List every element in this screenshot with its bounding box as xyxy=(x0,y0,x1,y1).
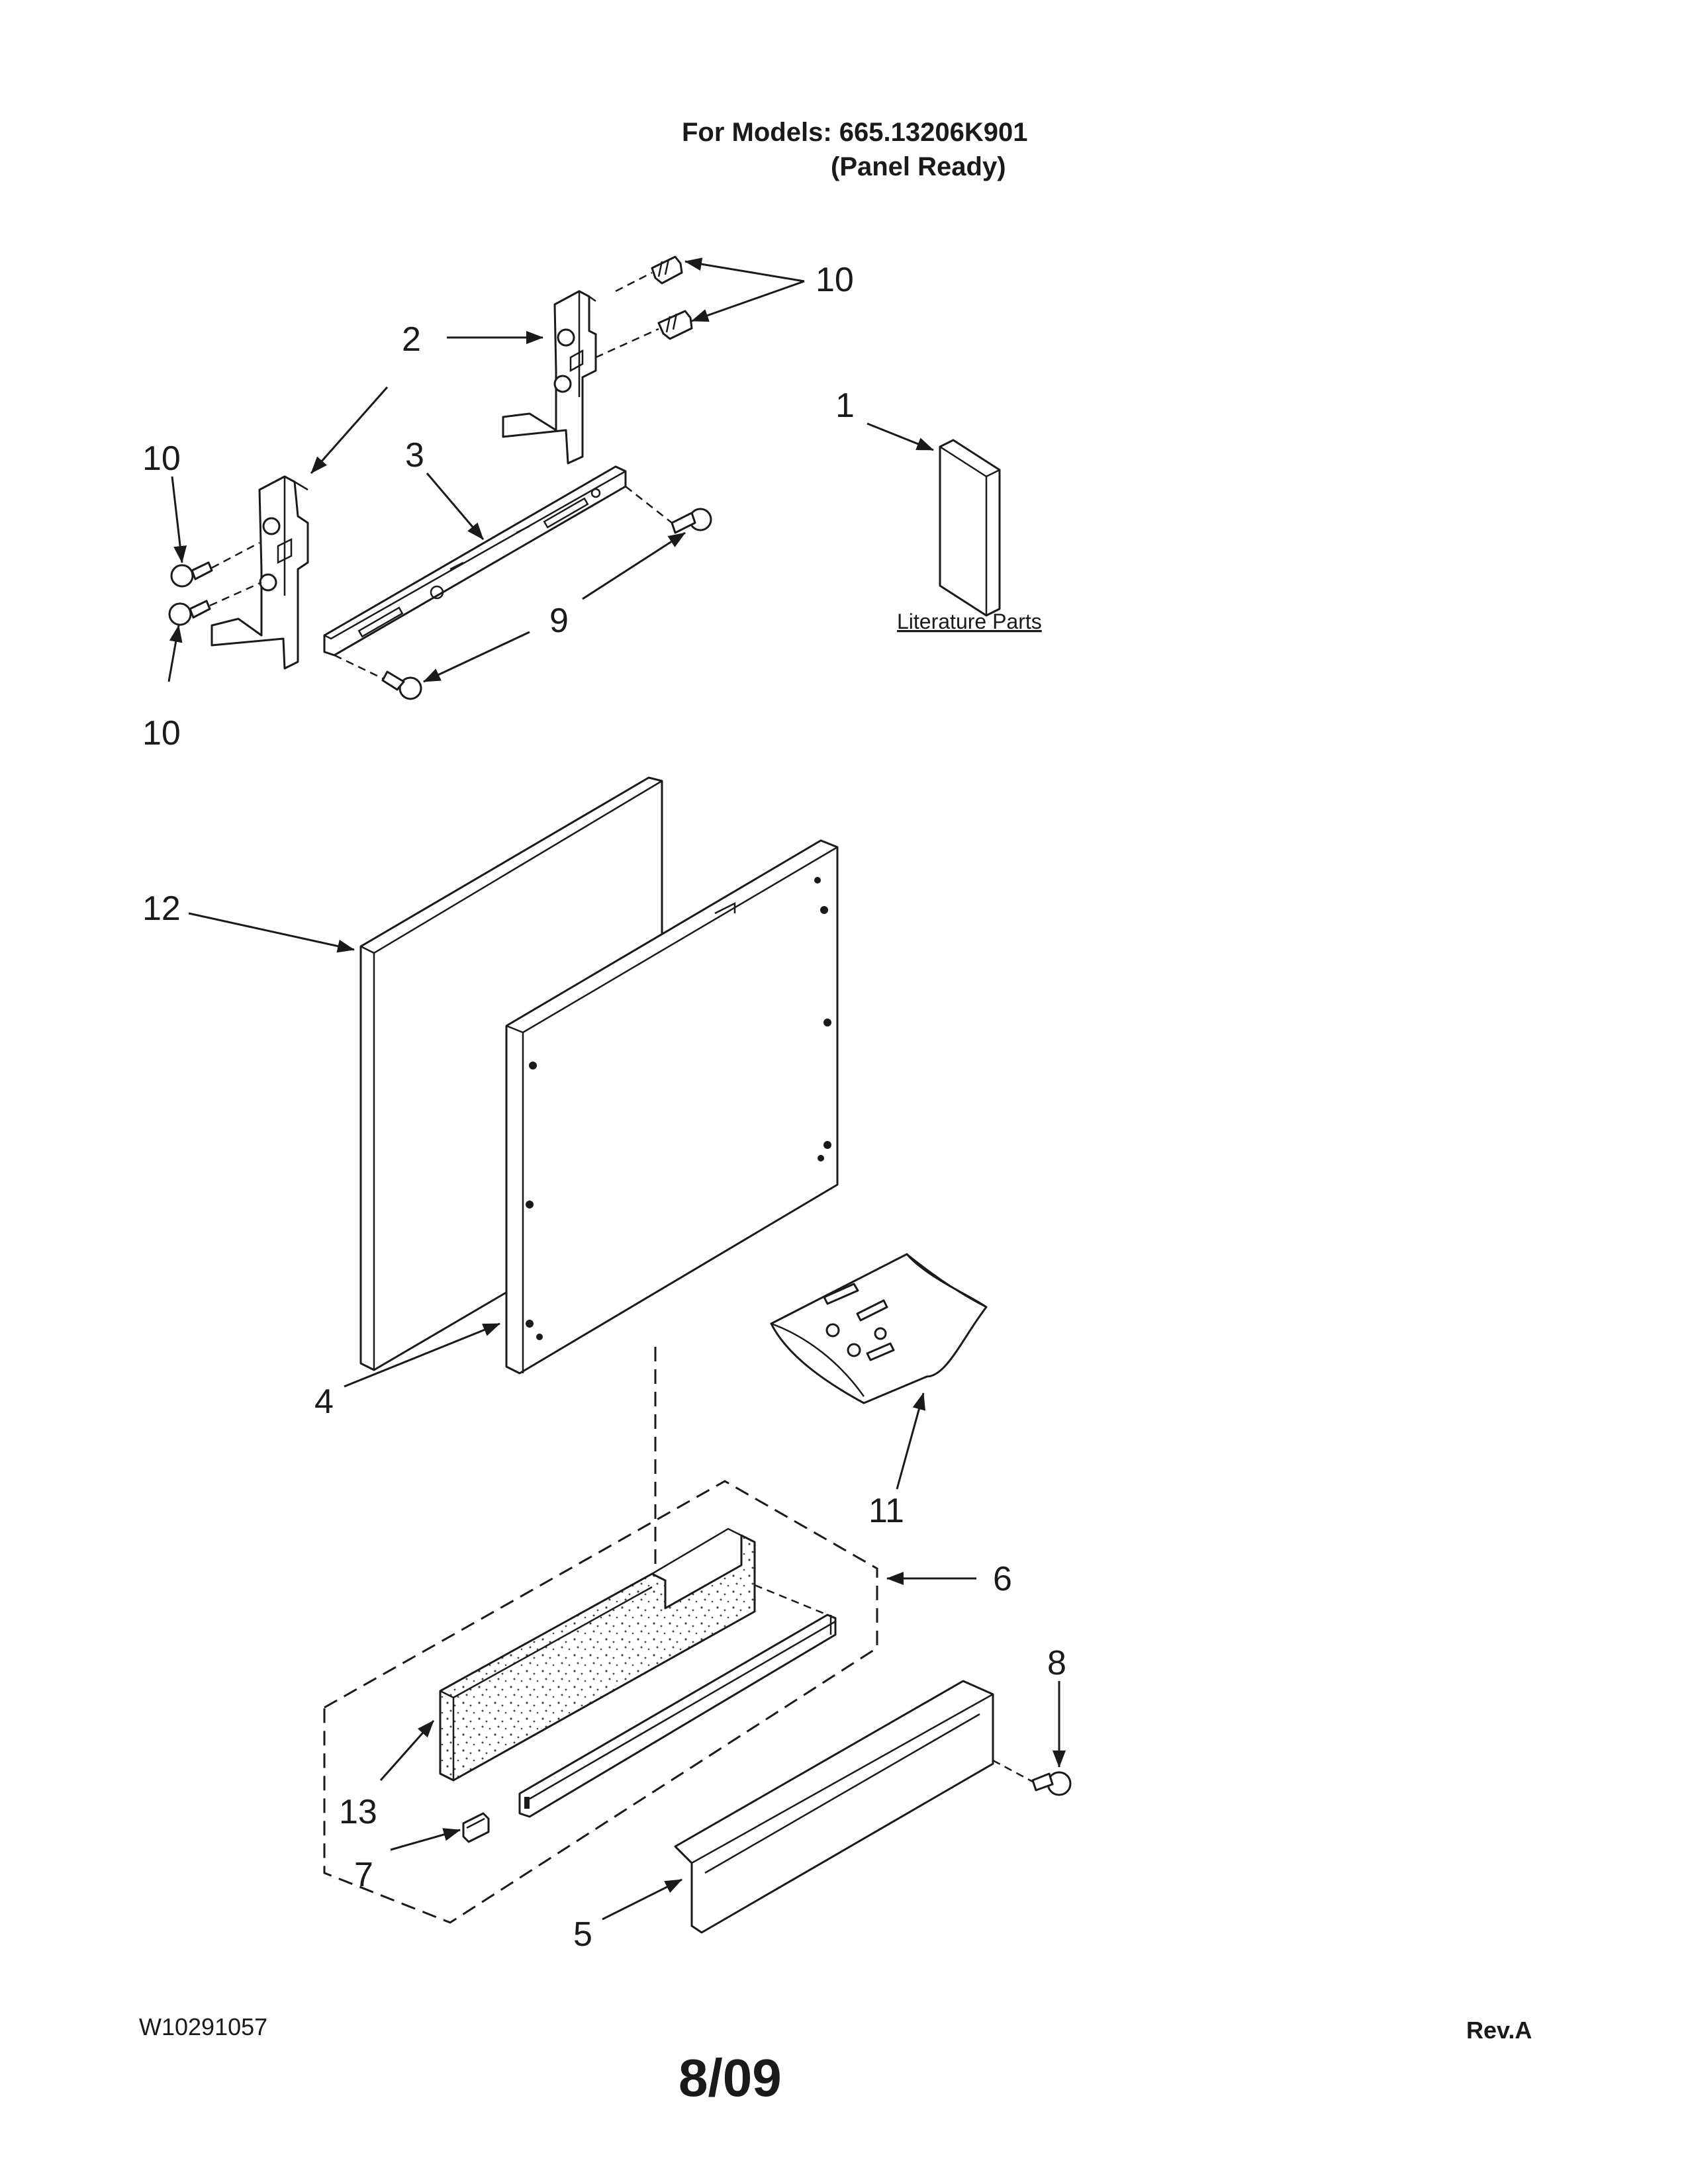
callout-3: 3 xyxy=(405,436,424,475)
rail xyxy=(323,465,627,657)
screw-top-1 xyxy=(615,255,683,293)
callout-7: 7 xyxy=(354,1856,373,1894)
models-line: For Models: 665.13206K901 xyxy=(682,118,1028,147)
leader-lines xyxy=(167,257,1066,1921)
channel-strip xyxy=(518,1584,837,1818)
callout-4: 4 xyxy=(314,1383,334,1421)
literature-book xyxy=(939,439,1001,617)
callout-6: 6 xyxy=(993,1560,1012,1598)
foam-insulation xyxy=(439,1527,756,1782)
document-number: W10291057 xyxy=(139,2013,268,2040)
screw-left-1 xyxy=(170,541,260,588)
callout-10-left-upper: 10 xyxy=(142,439,181,478)
callout-9: 9 xyxy=(549,602,569,640)
date-code: 8/09 xyxy=(679,2048,782,2107)
clip xyxy=(462,1812,490,1843)
callout-10-top: 10 xyxy=(816,261,854,299)
kit-outline xyxy=(323,1480,878,1924)
callout-2: 2 xyxy=(402,320,421,359)
screw-9-left xyxy=(334,654,422,700)
hardware-bag xyxy=(770,1253,988,1404)
screw-9-right xyxy=(625,486,712,534)
callout-13: 13 xyxy=(339,1793,377,1831)
callout-5: 5 xyxy=(573,1915,592,1954)
literature-parts-label: Literature Parts xyxy=(897,610,1042,633)
callout-10-left-lower: 10 xyxy=(142,714,181,752)
revision: Rev.A xyxy=(1466,2017,1532,2044)
callout-1: 1 xyxy=(835,387,855,425)
variant-line: (Panel Ready) xyxy=(831,152,1006,181)
screw-top-2 xyxy=(595,310,693,359)
bracket-right xyxy=(502,290,597,465)
callout-12: 12 xyxy=(142,889,181,928)
screw-left-2 xyxy=(168,581,262,626)
toe-panel xyxy=(674,1680,994,1934)
screw-8 xyxy=(992,1759,1072,1796)
callout-11: 11 xyxy=(868,1492,904,1530)
door-frame xyxy=(505,839,839,1375)
callout-8: 8 xyxy=(1047,1644,1066,1682)
bracket-left xyxy=(211,475,309,670)
